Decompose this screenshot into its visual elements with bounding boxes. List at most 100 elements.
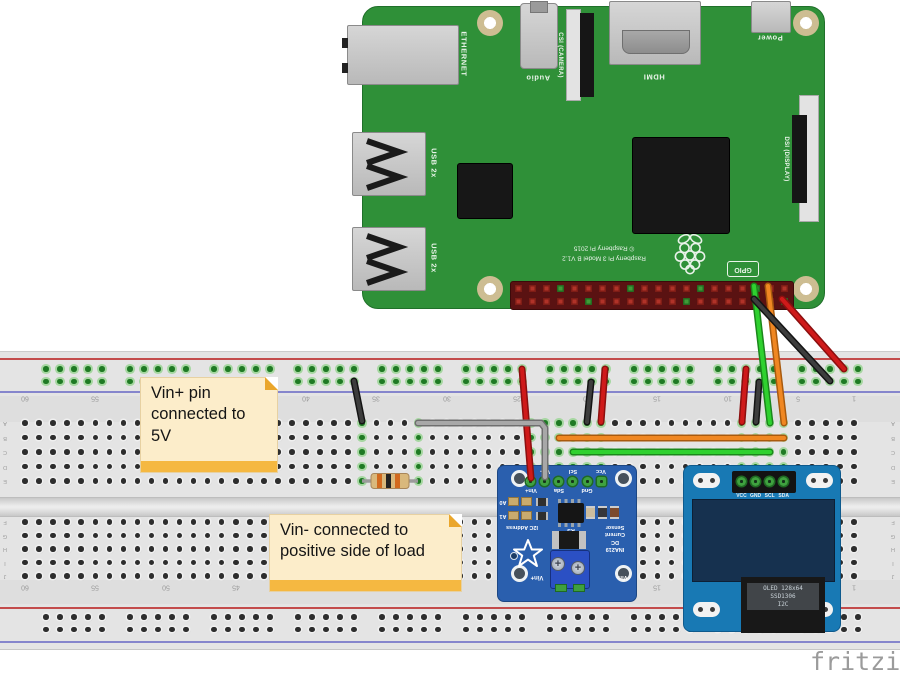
gpio-pin[interactable] [612,284,620,292]
ina219-pin[interactable] [526,476,536,486]
mounting-hole [511,470,528,487]
note-fold-corner [265,377,278,390]
gpio-pin[interactable] [738,297,746,305]
oled-pin[interactable] [765,476,775,486]
ina219-pin[interactable] [596,476,606,486]
gpio-pin[interactable] [626,297,634,305]
smd-component [586,506,595,519]
gpio-pin[interactable] [696,284,704,292]
hdmi-socket [622,30,690,54]
gpio-pin[interactable] [570,297,578,305]
terminal-screw[interactable]: + [551,557,565,571]
sticky-note-vin-plus[interactable]: Vin+ pin connected to 5V [140,377,278,473]
usb-port-top [352,132,426,196]
gpio-pin[interactable] [584,297,592,305]
sticky-note-vin-minus[interactable]: Vin- connected to positive side of load [269,514,462,592]
mounting-hole [477,276,503,302]
usb-contacts-icon [366,138,409,191]
oled-driver-tab: OLED 128x64 SSD1306 I2C blog.squix.ch [741,577,825,633]
mounting-slot [693,602,720,617]
note-bottom-bar [270,580,461,591]
gpio-pin[interactable] [584,284,592,292]
oled-pin[interactable] [737,476,746,486]
gpio-pin[interactable] [654,297,662,305]
gpio-pin[interactable] [528,297,536,305]
gpio-pin[interactable] [612,297,620,305]
power-label: Power [757,33,783,43]
ina219-pin-label: Scl [568,467,578,474]
mounting-slot [806,473,833,488]
address-jumper-pad[interactable] [508,497,519,506]
terminal-screw[interactable]: + [571,561,585,575]
gpio-pin[interactable] [668,284,676,292]
mounting-hole [793,276,819,302]
gpio-pin[interactable] [710,284,718,292]
gpio-pin[interactable] [710,297,718,305]
ethernet-pin [342,38,348,48]
gpio-pin[interactable] [738,284,746,292]
gpio-pin[interactable] [514,284,522,292]
ethernet-pin [342,63,348,73]
ina219-pin[interactable] [582,476,592,486]
note-text: Vin- connected to positive side of load [280,521,425,561]
address-jumper-pad[interactable] [521,497,532,506]
gpio-pin[interactable] [542,297,550,305]
ethernet-label: ETHERNET [459,31,469,77]
gpio-pin[interactable] [682,297,690,305]
pi-model-text: Raspberry Pi 3 Model B V1.2 [562,254,646,262]
address-jumper-pad[interactable] [521,511,532,520]
ina219-breakout-board[interactable]: A0 A1 I2C Address RS + + Vin+ Vin- INA21… [497,465,637,602]
gpio-pin[interactable] [724,284,732,292]
ina219-pin-label: Sda [553,486,564,493]
gpio-pin[interactable] [626,284,634,292]
gpio-pin[interactable] [556,284,564,292]
smd-component [598,506,607,519]
csi-connector-base [566,9,581,101]
jumper-label-a1: A1 [499,513,507,519]
gpio-pin[interactable] [752,284,760,292]
lan-chip [457,163,513,219]
shunt-resistor [552,531,586,549]
gpio-pin[interactable] [598,297,606,305]
oled-pin[interactable] [779,476,789,486]
gpio-pin[interactable] [598,284,606,292]
gpio-pin[interactable] [514,297,522,305]
gpio-pin[interactable] [668,297,676,305]
gpio-pin[interactable] [752,297,760,305]
ethernet-port [347,25,459,85]
audio-label: Audio [525,73,551,83]
gpio-pin[interactable] [528,284,536,292]
gpio-pin[interactable] [780,297,788,305]
mounting-slot [693,473,720,488]
raspberry-pi-board[interactable]: ETHERNET USB 2x USB 2x Audio CSI (CAMERA… [342,1,825,310]
gpio-pin[interactable] [682,284,690,292]
gpio-pin[interactable] [542,284,550,292]
gpio-pin[interactable] [724,297,732,305]
ina219-pin[interactable] [568,476,578,486]
gpio-pin[interactable] [696,297,704,305]
gpio-pin[interactable] [570,284,578,292]
ina219-pin[interactable] [554,476,564,486]
gpio-pin[interactable] [556,297,564,305]
terminal-label-vin-minus: Vin- [616,574,628,580]
oled-pin-header[interactable] [732,471,796,493]
power-rail-red-line [0,607,900,609]
gpio-pin[interactable] [780,284,788,292]
terminal-pin [555,584,567,592]
gpio-pin[interactable] [766,297,774,305]
usb-label: USB 2x [429,243,439,273]
usb-contacts-icon [366,233,409,286]
oled-pin-label: GND [750,492,762,499]
gpio-header[interactable] [510,281,794,310]
gpio-pin[interactable] [640,297,648,305]
gpio-pin[interactable] [766,284,774,292]
oled-display-board[interactable]: OLED 128x64 SSD1306 I2C blog.squix.ch [683,465,841,633]
ina219-pin-label: Gnd [581,486,593,493]
gpio-pin[interactable] [654,284,662,292]
gpio-pin[interactable] [640,284,648,292]
address-jumper-pad[interactable] [508,511,519,520]
ina219-pin[interactable] [540,476,550,486]
oled-pin[interactable] [751,476,761,486]
jumper-label-a0: A0 [499,499,507,505]
